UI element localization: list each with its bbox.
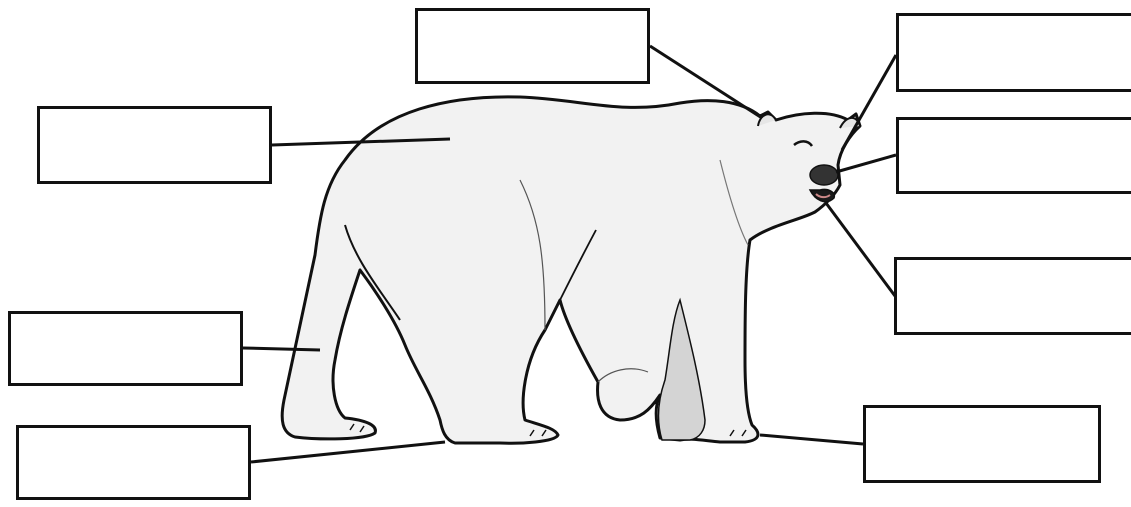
bear-eye [793, 140, 814, 147]
bear-fur-line [719, 159, 749, 246]
leader-line-back [271, 137, 451, 147]
leader-line-leg [242, 346, 321, 352]
label-box-leg[interactable] [8, 311, 243, 386]
bear-ear [757, 113, 777, 127]
bear-tongue [815, 193, 831, 199]
leader-line-mouth [824, 202, 897, 297]
leader-line-ear [649, 44, 763, 120]
bear-nose [809, 164, 839, 186]
leader-line-hind-paw [250, 440, 446, 464]
bear-fur-line [519, 179, 546, 331]
bear-far-leg [657, 297, 706, 441]
label-box-eye[interactable] [896, 13, 1131, 92]
bear-fur-line [344, 224, 401, 321]
leader-lines [242, 44, 898, 464]
label-box-back[interactable] [37, 106, 272, 184]
label-box-hind-paw[interactable] [16, 425, 251, 500]
label-box-mouth[interactable] [894, 257, 1131, 335]
leader-line-nose [835, 153, 897, 174]
bear-toes [349, 423, 747, 437]
label-box-ear[interactable] [415, 8, 650, 84]
label-box-nose[interactable] [896, 117, 1131, 194]
leader-line-front-paw [759, 433, 864, 446]
bear-body [280, 95, 862, 445]
bear-mouth [808, 188, 836, 203]
leader-line-eye [840, 54, 898, 151]
bear-fur-line [559, 229, 597, 301]
polar-bear-icon [280, 95, 862, 445]
label-box-front-paw[interactable] [863, 405, 1101, 483]
bear-fur-line [597, 368, 649, 383]
